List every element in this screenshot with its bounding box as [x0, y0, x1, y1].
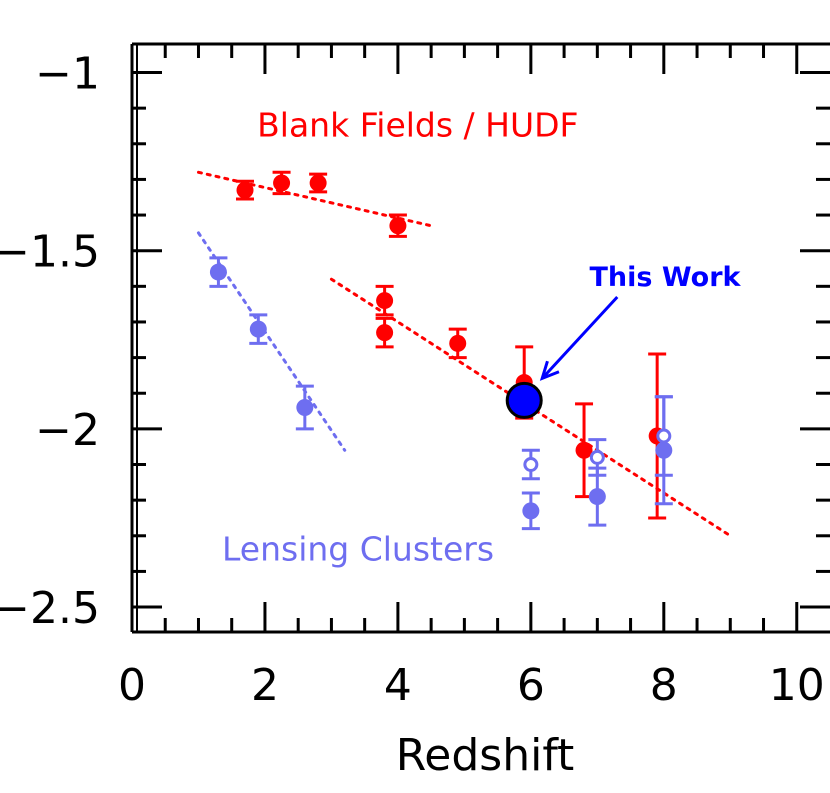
- data-point: [522, 502, 540, 520]
- y-tick-label: −2: [35, 405, 100, 456]
- data-point: [309, 174, 327, 192]
- x-tick-label: 8: [650, 660, 678, 711]
- data-point: [588, 488, 606, 506]
- data-points: [209, 170, 673, 531]
- data-point-open: [523, 457, 539, 473]
- y-tick-label: −1: [35, 49, 100, 100]
- x-tick-label: 2: [251, 660, 279, 711]
- this-work-point: [505, 381, 543, 419]
- x-tick-label: 6: [517, 660, 545, 711]
- data-point: [449, 334, 467, 352]
- this-work-arrowhead: [539, 360, 560, 381]
- data-point-open: [589, 449, 605, 465]
- data-point: [209, 263, 227, 281]
- data-point: [236, 181, 254, 199]
- data-point: [273, 174, 291, 192]
- data-point-open: [656, 428, 672, 444]
- annotation-label: Blank Fields / HUDF: [257, 106, 578, 145]
- data-point: [296, 398, 314, 416]
- x-axis-title: Redshift: [396, 730, 575, 781]
- annotations: Blank Fields / HUDF Lensing Clusters This …: [222, 106, 742, 569]
- data-point: [249, 320, 267, 338]
- y-tick-label: −1.5: [0, 227, 100, 278]
- plot-frame: [130, 42, 830, 634]
- annotation-label: Lensing Clusters: [222, 530, 494, 569]
- x-tick-label: 0: [118, 660, 146, 711]
- y-tick-label: −2.5: [0, 583, 100, 634]
- data-point: [389, 217, 407, 235]
- data-point: [376, 292, 394, 310]
- x-tick-label: 4: [384, 660, 412, 711]
- tick-labels: 0 2 4 6 8 10 −1 −1.5 −2 −2.5: [0, 49, 825, 711]
- data-point: [376, 324, 394, 342]
- this-work-label: This Work: [589, 262, 741, 293]
- data-point: [575, 441, 593, 459]
- this-work-arrow: [541, 296, 619, 380]
- x-tick-label: 10: [769, 660, 825, 711]
